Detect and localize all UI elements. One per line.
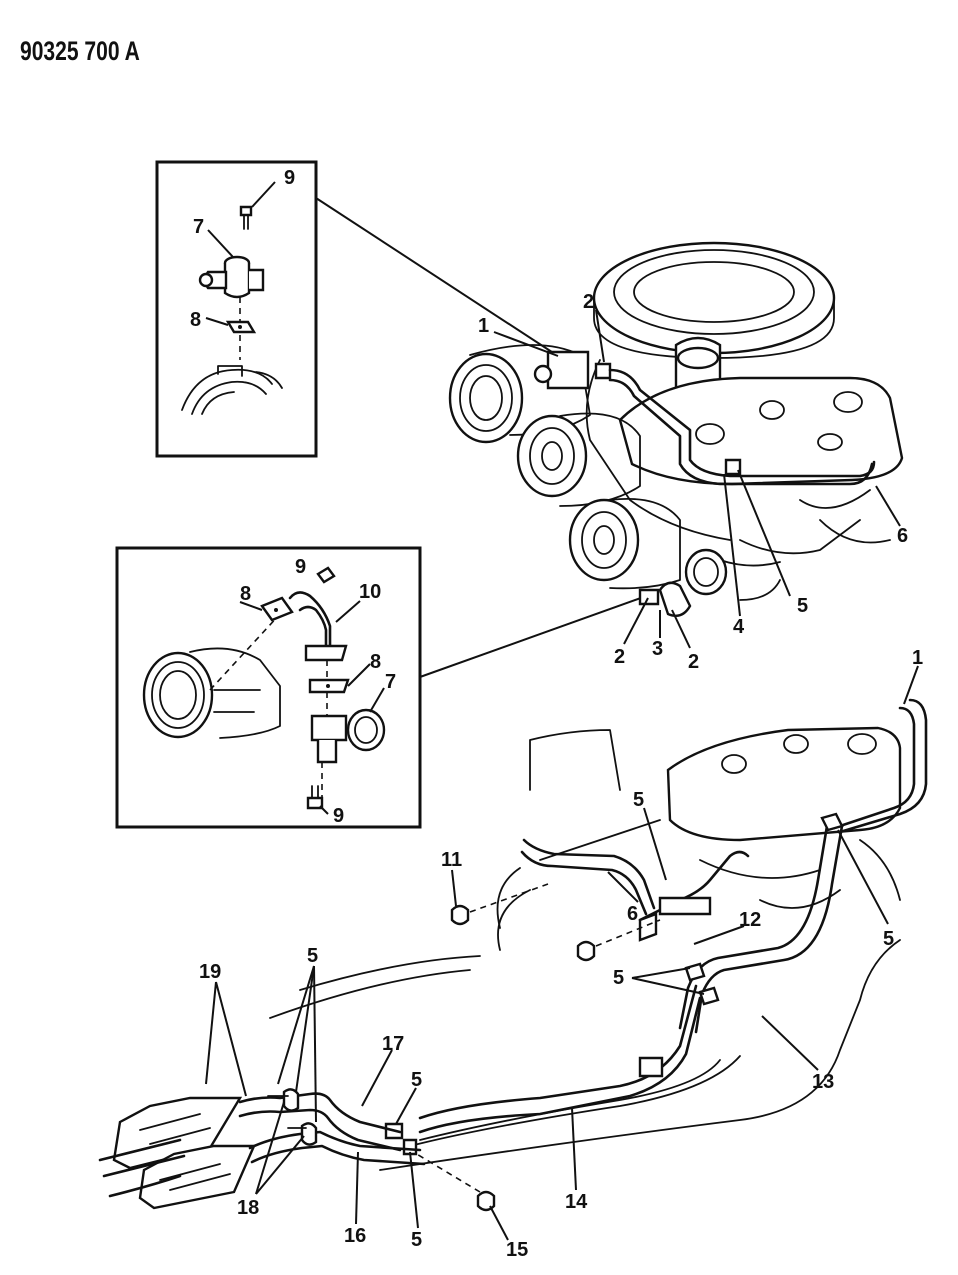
callout-15: 15: [506, 1239, 528, 1261]
callout-3: 3: [652, 638, 663, 660]
callout-5: 5: [411, 1229, 422, 1251]
callout-11: 11: [441, 849, 462, 871]
callout-16: 16: [344, 1225, 366, 1247]
callout-5: 5: [633, 789, 644, 811]
callout-10: 10: [359, 581, 381, 603]
callout-5: 5: [883, 928, 894, 950]
callout-9: 9: [284, 167, 295, 189]
callout-2-left: 2: [614, 646, 625, 668]
inset-top-box: [155, 160, 559, 458]
callout-8: 8: [190, 309, 201, 331]
callout-5: 5: [411, 1069, 422, 1091]
document-id: 90325 700 A: [20, 36, 140, 66]
callout-5: 5: [797, 595, 808, 617]
callout-2-upper: 2: [583, 291, 594, 313]
callout-12: 12: [739, 909, 761, 931]
callout-1: 1: [912, 647, 923, 669]
inset-top-valve-drawing: [181, 181, 283, 415]
callout-19: 19: [199, 961, 221, 983]
callout-9-upper: 9: [295, 556, 306, 578]
callout-7: 7: [193, 216, 204, 238]
callout-5: 5: [613, 967, 624, 989]
callout-8-upper: 8: [240, 583, 251, 605]
callout-6: 6: [897, 525, 908, 547]
callout-2-right: 2: [688, 651, 699, 673]
callout-4: 4: [733, 616, 745, 638]
callout-8-lower: 8: [370, 651, 381, 673]
callout-9-lower: 9: [333, 805, 344, 827]
callout-17: 17: [382, 1033, 404, 1055]
engine-assembly-drawing: [448, 241, 904, 649]
callout-13: 13: [812, 1071, 834, 1093]
inset-mid-box: [115, 546, 653, 829]
underbody-exhaust-drawing: [98, 665, 928, 1241]
callout-7: 7: [385, 671, 396, 693]
inset-mid-valve-drawing: [142, 566, 386, 815]
callout-6: 6: [627, 903, 638, 925]
callout-1: 1: [478, 315, 489, 337]
callout-5: 5: [307, 945, 318, 967]
callout-18: 18: [237, 1197, 259, 1219]
callout-14: 14: [565, 1191, 588, 1213]
